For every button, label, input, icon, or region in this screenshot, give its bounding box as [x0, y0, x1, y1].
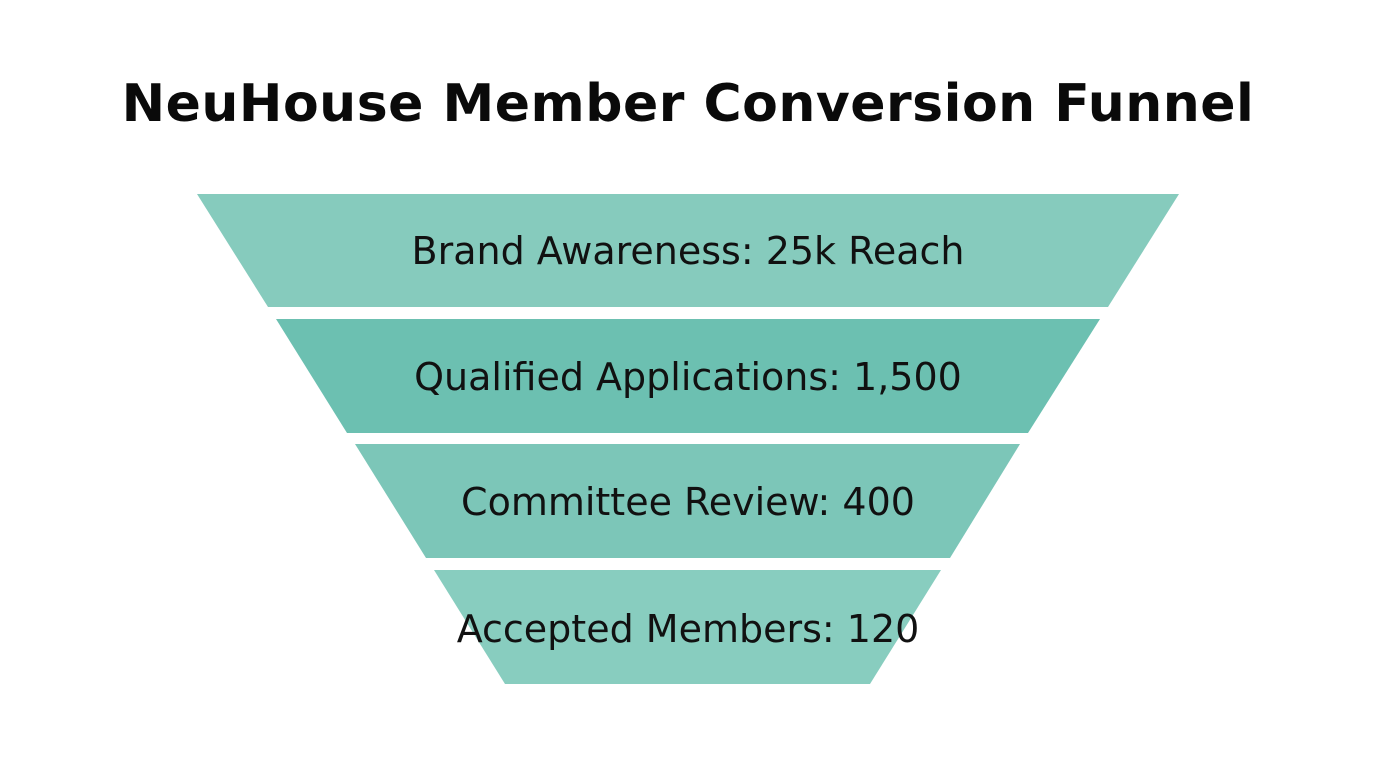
funnel-stage-4-shape: [434, 570, 941, 684]
funnel-stage-3-label: Committee Review: 400: [461, 480, 915, 524]
funnel-stage-1-label: Brand Awareness: 25k Reach: [411, 229, 965, 273]
funnel-stage-1-shape: [197, 194, 1179, 307]
funnel-stage-4-label: Accepted Members: 120: [456, 607, 920, 651]
funnel-stage-2-shape: [276, 319, 1100, 433]
funnel-stage-3-shape: [355, 444, 1020, 558]
chart-title: NeuHouse Member Conversion Funnel: [121, 74, 1255, 134]
funnel-stage-2-label: Qualified Applications: 1,500: [414, 355, 962, 399]
